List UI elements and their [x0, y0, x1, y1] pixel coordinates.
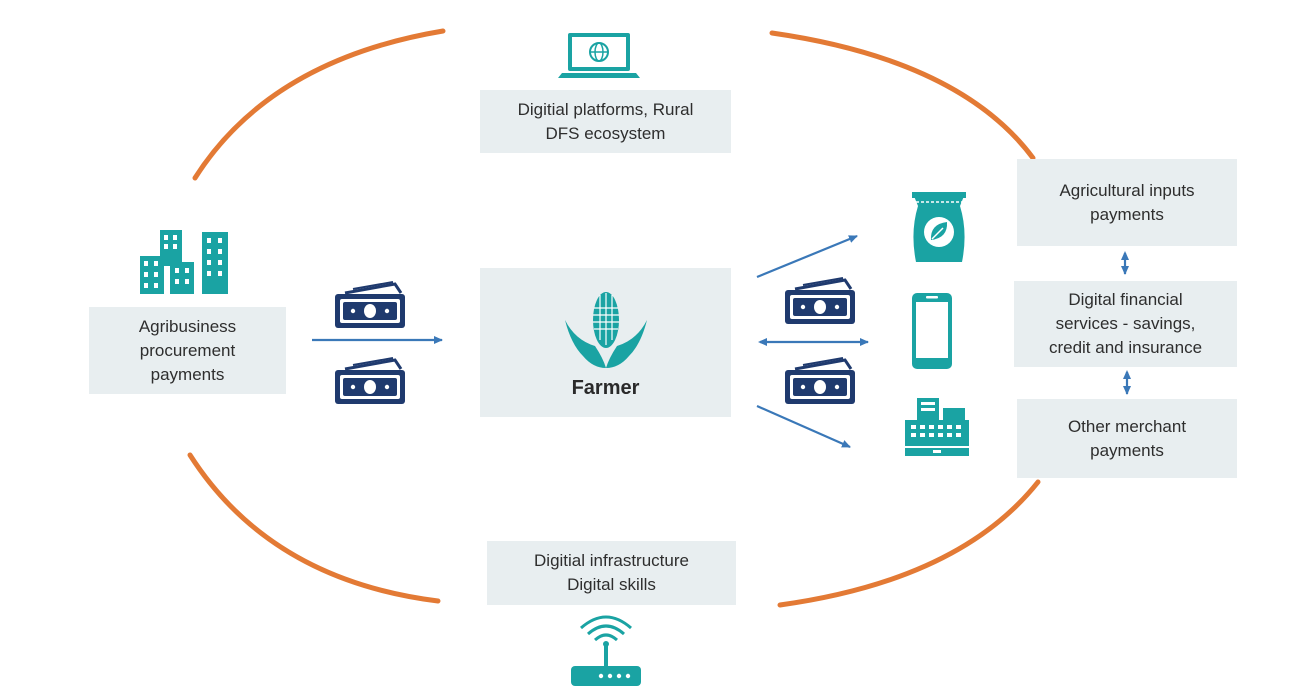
payment-flow-arrows [312, 234, 1131, 449]
banknotes-icon [783, 276, 857, 326]
digital-financial-services-box: Digital financial services - savings, cr… [1014, 281, 1237, 367]
agribusiness-line3: payments [150, 364, 225, 384]
other-merchant-box: Other merchant payments [1017, 399, 1237, 478]
agribusiness-box: Agribusiness procurement payments [89, 307, 286, 394]
agricultural-inputs-line1: Agricultural inputs [1059, 180, 1195, 200]
ring-arc-top-left [192, 28, 446, 181]
ring-arc-top-right [769, 30, 1036, 161]
dfs-line1: Digital financial [1068, 290, 1183, 309]
digital-infrastructure-line1: Digitial infrastructure [534, 551, 689, 570]
other-merchant-line2: payments [1090, 440, 1164, 460]
digital-platforms-box: Digitial platforms, Rural DFS ecosystem [480, 90, 731, 153]
agribusiness-line2: procurement [139, 340, 236, 360]
other-merchant-line1: Other merchant [1067, 416, 1187, 436]
corn-icon [564, 291, 647, 368]
agribusiness-line1: Agribusiness [138, 316, 237, 336]
ring-arc-bottom-right [777, 479, 1041, 608]
farmer-label: Farmer [571, 376, 640, 399]
farmer-box: Farmer [480, 268, 731, 417]
dfs-line3: credit and insurance [1048, 338, 1203, 357]
digital-infrastructure-line2: Digital skills [567, 575, 656, 594]
arrow-farmer-to-inputs [756, 234, 858, 279]
mobile-phone-icon [912, 293, 952, 369]
arrow-farmer-to-merchant [756, 404, 851, 449]
banknotes-icon [333, 356, 407, 406]
dfs-line2: services - savings, [1055, 314, 1196, 333]
agricultural-inputs-line2: payments [1090, 204, 1164, 224]
ring-arc-bottom-left [187, 452, 441, 604]
digital-platforms-line1: Digitial platforms, Rural [517, 99, 694, 119]
agricultural-inputs-box: Agricultural inputs payments [1017, 159, 1237, 246]
ecosystem-ring [187, 28, 1041, 608]
laptop-globe-icon [558, 33, 640, 78]
seed-bag-icon [912, 192, 966, 262]
digital-platforms-line2: DFS ecosystem [545, 123, 666, 143]
banknotes-icon [333, 280, 407, 330]
cash-register-icon [905, 398, 969, 456]
office-buildings-icon [140, 230, 228, 294]
digital-infrastructure-box: Digitial infrastructure Digital skills [487, 541, 736, 605]
wifi-router-icon [571, 615, 641, 686]
banknotes-icon [783, 356, 857, 406]
